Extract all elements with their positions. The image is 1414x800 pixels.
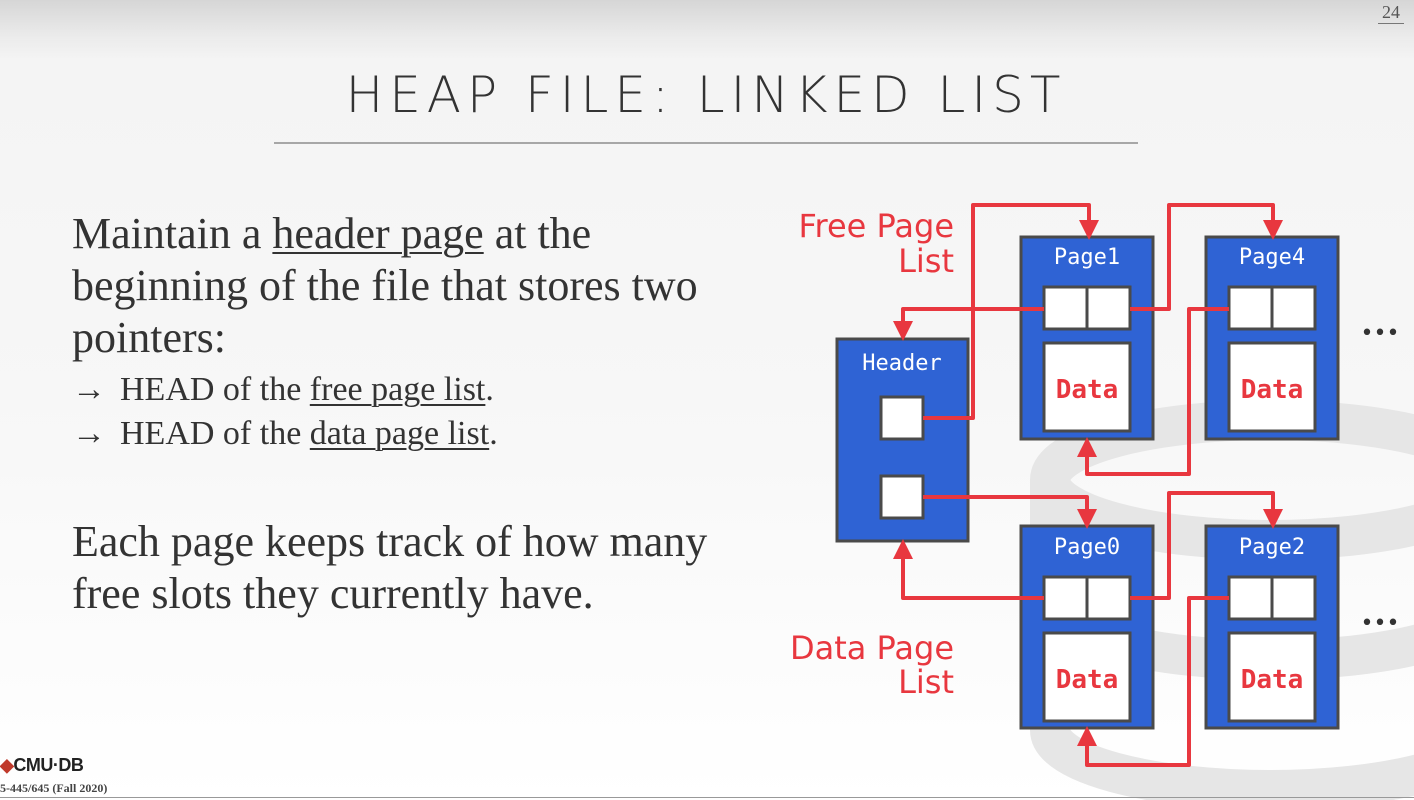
page-data-label: Data <box>1241 665 1304 695</box>
page-label: Page4 <box>1239 245 1305 270</box>
page-slot <box>1085 575 1132 621</box>
page-slot <box>1042 285 1089 331</box>
arrow-header-to-page0 <box>923 495 1097 529</box>
bottom-divider <box>0 797 1414 798</box>
course-label: 5-445/645 (Fall 2020) <box>0 781 108 795</box>
paragraph-free-slots: Each page keeps track of how many free s… <box>72 517 708 618</box>
arrow-bullet-icon: → <box>72 371 106 408</box>
page-data-label: Data <box>1056 665 1119 695</box>
page-slot <box>1227 575 1274 621</box>
header-free-pointer-slot <box>879 395 925 441</box>
data-page-list-label-line2: List <box>898 663 954 701</box>
arrow-page4-to-page1 <box>1077 307 1229 476</box>
logo-text: CMU·DB <box>13 755 84 775</box>
page-number: 24 <box>1378 2 1404 24</box>
text: at the beginning of the file that stores… <box>72 209 698 362</box>
bullet-list: → HEAD of the free page list. → HEAD of th… <box>72 368 762 456</box>
arrow-page2-to-page0 <box>1077 596 1229 767</box>
page-block-page0: Page0 Data <box>1019 524 1155 730</box>
free-page-list-label-line1: Free Page <box>798 207 954 245</box>
text: HEAD of the <box>120 415 310 452</box>
slide-title: HEAP FILE: LINKED LIST <box>345 66 1067 124</box>
page-slot <box>1227 285 1274 331</box>
arrow-page0-to-header <box>893 539 1044 600</box>
page-data-area <box>1042 341 1132 433</box>
more-pages-ellipsis-top: ••• <box>1361 321 1400 346</box>
more-pages-ellipsis-bottom: ••• <box>1361 611 1400 636</box>
free-page-list-term: free page list <box>309 371 486 408</box>
page-slot <box>1270 285 1317 331</box>
page-block-page2: Page2 Data <box>1204 524 1340 730</box>
header-label: Header <box>862 351 941 376</box>
text: . <box>485 371 494 408</box>
header-page-block: Header <box>835 337 970 543</box>
page-block-page4: Page4 Data <box>1204 235 1340 441</box>
page-slot <box>1270 575 1317 621</box>
top-strip <box>0 0 1414 40</box>
page-slot <box>1042 575 1089 621</box>
page-data-label: Data <box>1241 375 1304 405</box>
page-data-area <box>1042 631 1132 723</box>
page-data-area <box>1227 631 1317 723</box>
text: . <box>489 415 498 452</box>
page-block-page1: Page1 Data <box>1019 235 1155 441</box>
arrow-header-to-page1 <box>923 203 1099 420</box>
page-label: Page2 <box>1239 535 1305 560</box>
bullet-data-page-list: → HEAD of the data page list. <box>72 412 762 456</box>
cmu-db-logo: ◆CMU·DB <box>0 755 84 776</box>
data-page-list-label-line1: Data Page <box>790 629 954 667</box>
header-page-term: header page <box>272 209 484 258</box>
page-label: Page1 <box>1054 245 1120 270</box>
header-data-pointer-slot <box>879 474 925 520</box>
arrow-page1-to-page4 <box>1130 203 1283 311</box>
free-page-list-label-line2: List <box>898 242 954 280</box>
arrow-bullet-icon: → <box>72 415 106 452</box>
arrow-page1-to-header <box>893 307 1044 341</box>
logo-mark-icon: ◆ <box>0 755 14 775</box>
page-slot <box>1085 285 1132 331</box>
bullet-free-page-list: → HEAD of the free page list. <box>72 368 762 412</box>
data-page-list-term: data page list <box>309 415 490 452</box>
page-label: Page0 <box>1054 535 1120 560</box>
paragraph-header-page: Maintain a header page at the beginning … <box>72 208 762 364</box>
text: HEAD of the <box>120 371 310 408</box>
text: Maintain a <box>72 209 273 258</box>
arrow-page0-to-page2 <box>1130 491 1283 600</box>
page-data-area <box>1227 341 1317 433</box>
page-data-label: Data <box>1056 375 1119 405</box>
title-divider <box>274 142 1138 144</box>
body-text: Maintain a header page at the beginning … <box>72 208 762 620</box>
